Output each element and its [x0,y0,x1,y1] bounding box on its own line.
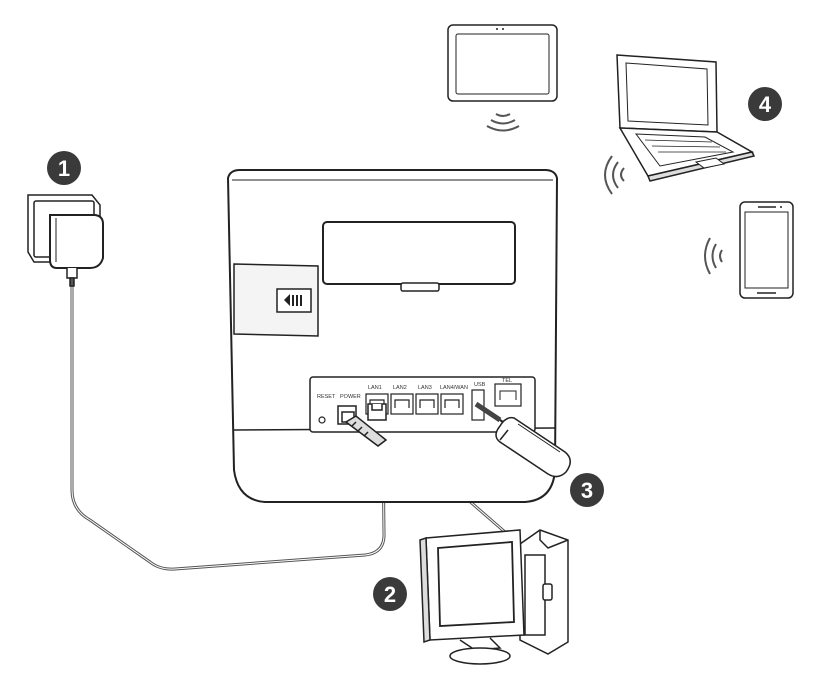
port-label-usb: USB [474,382,486,388]
step-badge-2: 2 [373,577,407,611]
lan-ports [365,393,464,415]
wifi-signal-phone-icon [704,237,723,275]
port-label-lan2: LAN2 [393,385,407,391]
ethernet-plug [367,403,387,421]
step-number-3: 3 [581,478,593,503]
power-adapter-icon [27,194,104,287]
port-label-lan4: LAN4/WAN [440,385,468,391]
port-label-lan3: LAN3 [418,385,432,391]
sim-slot-icon [284,294,302,306]
tel-port [494,383,522,407]
step-number-4: 4 [759,92,772,117]
step-number-2: 2 [384,582,396,607]
step-number-1: 1 [58,156,70,181]
port-label-power: POWER [340,394,361,400]
laptop-icon [616,54,756,182]
port-label-reset: RESET [317,394,336,400]
reset-hole [318,416,326,424]
port-label-tel: TEL [502,378,512,384]
step-badge-4: 4 [748,87,782,121]
router-icon: RESET POWER LAN1 LAN2 LAN3 LAN4/WAN USB … [226,169,559,503]
tablet-icon [447,24,558,102]
power-cable-inner [71,285,385,570]
power-plug [341,411,388,447]
desktop-computer-icon [419,529,569,665]
usb-modem-icon [474,401,571,478]
wifi-signal-laptop-icon [604,155,625,195]
smartphone-icon [739,201,794,299]
step-badge-1: 1 [47,151,81,185]
step-badge-3: 3 [570,473,604,507]
port-label-lan1: LAN1 [368,385,382,391]
wifi-signal-tablet-icon [486,113,520,132]
